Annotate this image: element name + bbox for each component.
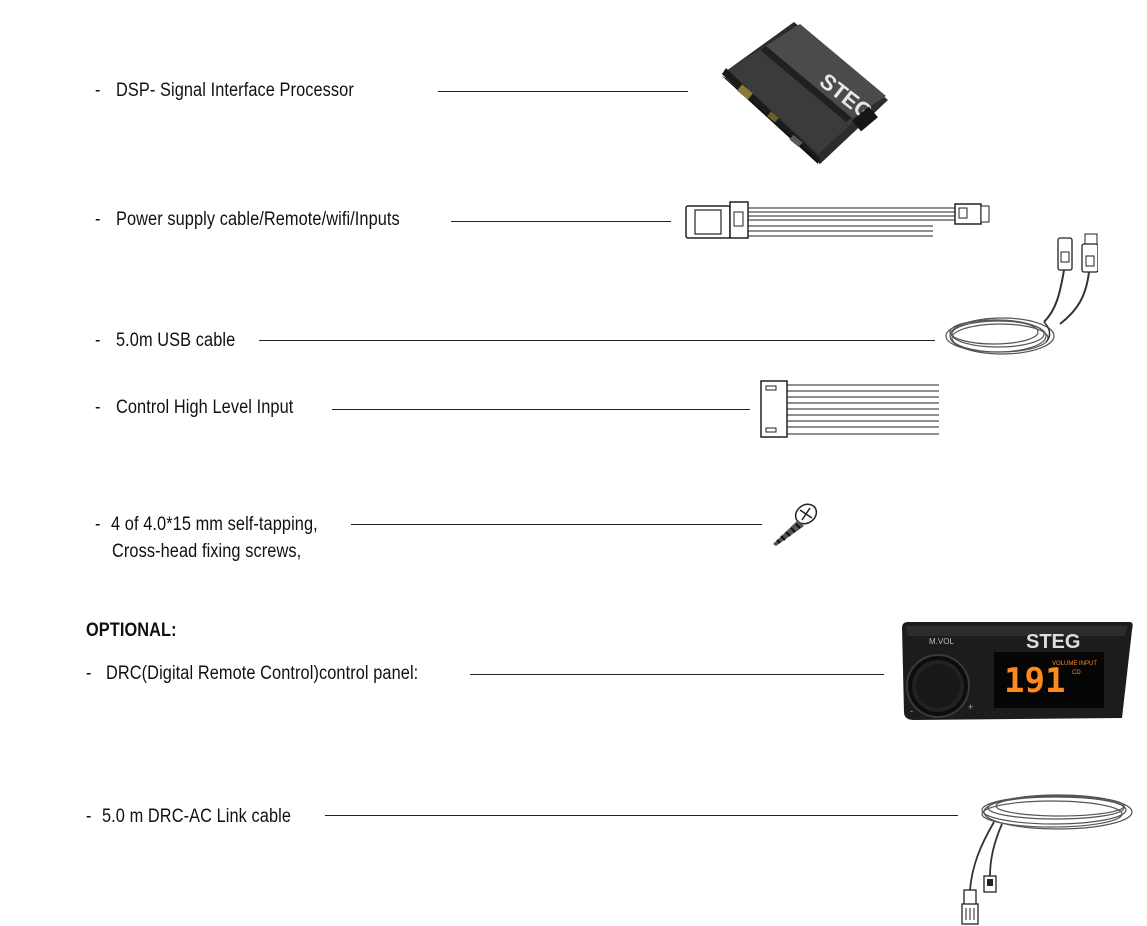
usb-cable-image bbox=[945, 233, 1098, 355]
leader-line bbox=[438, 91, 688, 92]
item-drc-label: DRC(Digital Remote Control)control panel… bbox=[106, 663, 419, 684]
drc-display-digits: 191 bbox=[1004, 661, 1065, 701]
item-highlevel-prefix: - bbox=[95, 397, 101, 418]
item-dsp-prefix: - bbox=[95, 80, 101, 101]
item-drc-prefix: - bbox=[86, 663, 92, 684]
leader-line bbox=[470, 674, 884, 675]
item-highlevel-label: Control High Level Input bbox=[116, 397, 294, 418]
item-power-prefix: - bbox=[95, 209, 101, 230]
item-link-prefix: - bbox=[86, 806, 92, 827]
item-power-label: Power supply cable/Remote/wifi/Inputs bbox=[116, 209, 400, 230]
item-dsp-label: DSP- Signal Interface Processor bbox=[116, 80, 354, 101]
dsp-processor-image: STEG bbox=[722, 22, 888, 164]
drc-brand-text: STEG bbox=[1026, 631, 1080, 653]
leader-line bbox=[259, 340, 935, 341]
drc-control-panel-image: M.VOL STEG - + 191 VOLUME INPUT CD bbox=[902, 622, 1133, 720]
knob-plus: + bbox=[968, 702, 973, 712]
drc-display-sub: CD bbox=[1072, 670, 1081, 676]
leader-line bbox=[451, 221, 671, 222]
optional-heading: OPTIONAL: bbox=[86, 620, 177, 641]
item-screws-label: 4 of 4.0*15 mm self-tapping, bbox=[111, 514, 318, 535]
knob-minus: - bbox=[910, 706, 913, 716]
leader-line bbox=[351, 524, 762, 525]
drc-display-label: VOLUME INPUT bbox=[1052, 661, 1097, 667]
item-usb-label: 5.0m USB cable bbox=[116, 330, 236, 351]
drc-link-cable-image bbox=[961, 794, 1133, 925]
item-screws-label-line2: Cross-head fixing screws, bbox=[112, 541, 302, 562]
item-usb-prefix: - bbox=[95, 330, 101, 351]
screw-image bbox=[773, 503, 818, 546]
leader-line bbox=[325, 815, 958, 816]
power-cable-harness-image bbox=[685, 201, 990, 239]
item-link-label: 5.0 m DRC-AC Link cable bbox=[102, 806, 292, 827]
knob-label: M.VOL bbox=[929, 637, 954, 646]
high-level-input-harness-image bbox=[760, 380, 939, 438]
leader-line bbox=[332, 409, 750, 410]
item-screws-prefix: - bbox=[95, 514, 101, 535]
